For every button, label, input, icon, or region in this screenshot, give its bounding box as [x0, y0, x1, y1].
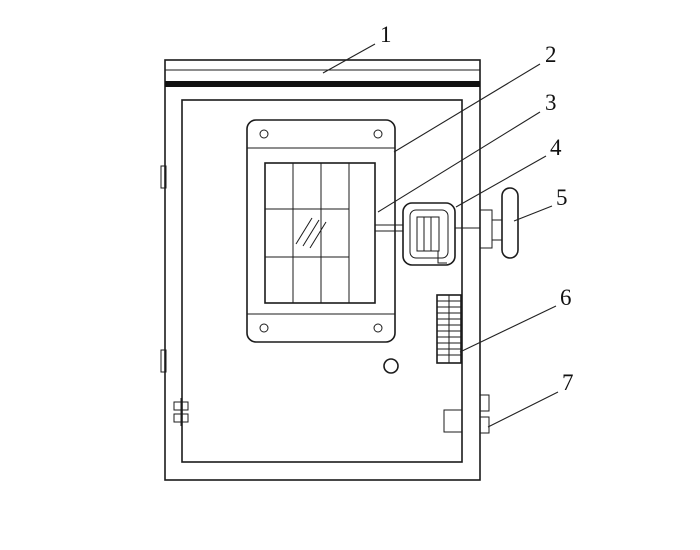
side-tabs	[479, 394, 490, 434]
callout-1-label: 1	[380, 22, 392, 47]
callouts: 1 2 3 4 5 6 7	[322, 22, 574, 428]
callout-6-leader	[459, 305, 557, 353]
callout-3-label: 3	[545, 90, 557, 115]
latch-hook	[437, 251, 447, 264]
callout-5-leader	[513, 205, 553, 222]
callout-7-leader	[487, 391, 559, 428]
callout-7: 7	[487, 370, 574, 428]
callout-5-label: 5	[556, 185, 568, 210]
latch-assembly	[402, 202, 456, 266]
callout-7-label: 7	[562, 370, 574, 395]
callout-5: 5	[513, 185, 568, 222]
callout-1: 1	[322, 22, 392, 74]
latch-inner	[409, 209, 449, 259]
screw-icon	[259, 129, 269, 139]
callout-2: 2	[393, 42, 557, 153]
cabinet-outline	[164, 59, 481, 481]
cabinet-body	[164, 59, 481, 481]
side-tab-upper	[479, 394, 490, 412]
grid-outline	[264, 162, 376, 304]
callout-2-label: 2	[545, 42, 557, 67]
left-latch	[173, 398, 189, 426]
handle-assembly	[455, 187, 519, 259]
terminal-block	[436, 294, 462, 364]
callout-2-leader	[393, 63, 541, 153]
handle-mount	[479, 209, 493, 249]
latch-core	[416, 216, 440, 252]
hinge-lower	[160, 349, 167, 373]
callout-4: 4	[455, 135, 562, 208]
screw-icon	[373, 129, 383, 139]
hinge-upper	[160, 165, 167, 189]
callout-4-label: 4	[550, 135, 562, 160]
callout-6-label: 6	[560, 285, 572, 310]
screw-icon	[373, 323, 383, 333]
door-knob	[383, 358, 399, 374]
callout-3: 3	[377, 90, 557, 213]
callout-4-leader	[455, 155, 547, 208]
callout-1-leader	[322, 43, 376, 74]
side-tab-lower	[479, 416, 490, 434]
callout-6: 6	[459, 285, 572, 353]
callout-3-leader	[377, 111, 541, 213]
screw-icon	[259, 323, 269, 333]
door-panel	[181, 99, 463, 463]
window-grid	[264, 162, 376, 304]
latch-outer	[402, 202, 456, 266]
glass-hatch-icon	[295, 217, 327, 249]
drive-shaft	[375, 224, 403, 232]
handle-grip	[501, 187, 519, 259]
bottom-right-fitting	[443, 409, 463, 433]
